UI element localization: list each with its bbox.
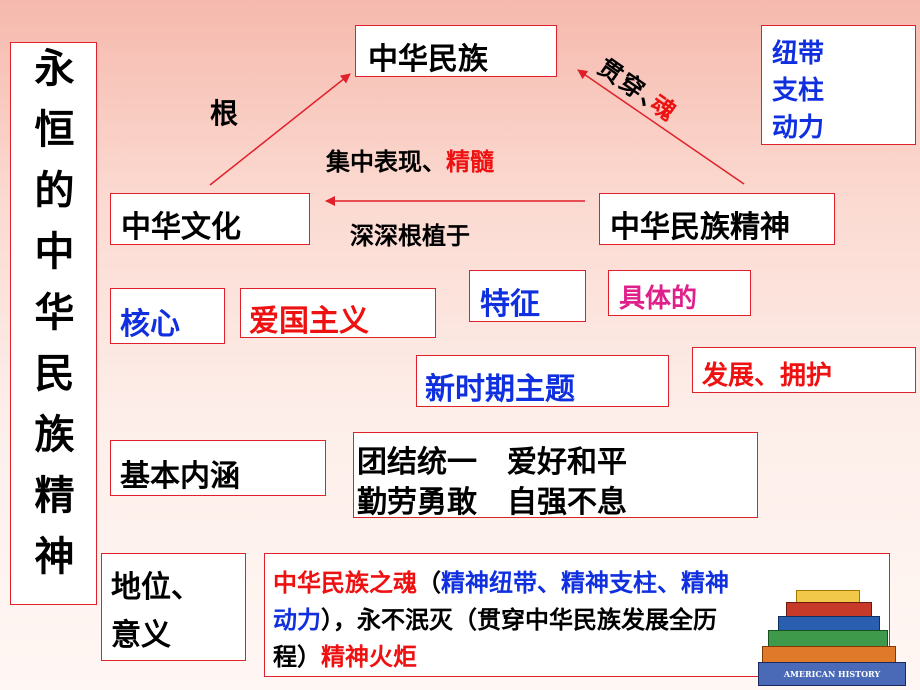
theme-note: 发展、拥护: [702, 361, 833, 391]
title-char: 华: [34, 290, 75, 336]
node-culture-label: 中华文化: [121, 210, 241, 245]
edge-label-root: 根: [210, 97, 239, 130]
feature-box: 特征: [469, 270, 586, 322]
role-item: 支柱: [772, 76, 825, 106]
status-paren: （: [417, 569, 441, 597]
status-label-line: 意义: [111, 618, 171, 653]
content-line: 团结统一 爱好和平: [357, 445, 627, 480]
title-char: 中: [34, 229, 75, 275]
status-bond: 精神纽带、精神支柱、精神: [441, 569, 729, 597]
feature-label: 特征: [480, 287, 540, 322]
theme-label: 新时期主题: [425, 372, 575, 407]
status-box: 中华民族之魂（精神纽带、精神支柱、精神 动力），永不泯灭（贯穿中华民族发展全历 …: [264, 553, 890, 677]
arrow-spirit-to-nation: [577, 69, 745, 185]
status-line: 程）精神火炬: [273, 637, 417, 672]
node-spirit: 中华民族精神: [599, 193, 835, 245]
status-torch: 精神火炬: [321, 643, 417, 671]
title-char: 恒: [34, 107, 75, 153]
node-nation-label: 中华民族: [368, 42, 488, 77]
concentrated-text: 集中表现、: [326, 148, 446, 176]
books-illustration: AMERICAN HISTORY: [758, 588, 910, 688]
title-char: 民: [34, 351, 75, 397]
status-power: 动力: [273, 606, 321, 634]
title-char: 的: [34, 168, 75, 214]
edge-label-concentrated: 集中表现、精髓: [326, 142, 494, 177]
title-box: 永 恒 的 中 华 民 族 精 神: [10, 42, 97, 605]
content-label: 基本内涵: [120, 459, 240, 494]
core-value-box: 爱国主义: [240, 288, 436, 339]
roles-box: 纽带 支柱 动力: [761, 25, 916, 145]
title-char: 永: [34, 46, 75, 92]
status-line: 中华民族之魂（精神纽带、精神支柱、精神: [273, 563, 729, 598]
theme-note-box: 发展、拥护: [692, 347, 916, 393]
edge-label-rooted: 深深根植于: [350, 222, 470, 250]
status-label-box: 地位、 意义: [101, 553, 246, 661]
title-char: 族: [34, 412, 75, 458]
role-item: 纽带: [772, 39, 825, 69]
status-end: 程）: [273, 643, 321, 671]
node-culture: 中华文化: [110, 193, 310, 245]
feature-note-box: 具体的: [608, 270, 751, 316]
role-item: 动力: [772, 113, 825, 143]
title-char: 精: [34, 473, 75, 519]
node-spirit-label: 中华民族精神: [610, 210, 790, 245]
content-line: 勤劳勇敢 自强不息: [357, 485, 627, 520]
node-nation: 中华民族: [355, 25, 557, 77]
status-mid: ），永不泯灭（贯穿中华民族发展全历: [321, 606, 717, 634]
content-label-box: 基本内涵: [110, 440, 326, 496]
concentrated-essence: 精髓: [446, 148, 494, 176]
status-line: 动力），永不泯灭（贯穿中华民族发展全历: [273, 600, 717, 635]
status-label-line: 地位、: [111, 570, 201, 605]
core-label: 核心: [120, 307, 180, 342]
title-char: 神: [34, 534, 75, 580]
theme-box: 新时期主题: [416, 355, 669, 407]
core-value: 爱国主义: [249, 304, 369, 339]
feature-note: 具体的: [619, 284, 698, 314]
arrow-culture-to-nation: [209, 73, 351, 186]
book-spine-label: AMERICAN HISTORY: [758, 662, 906, 686]
core-label-box: 核心: [110, 288, 225, 344]
status-soul: 中华民族之魂: [273, 569, 417, 597]
content-box: 团结统一 爱好和平 勤劳勇敢 自强不息: [353, 432, 758, 520]
